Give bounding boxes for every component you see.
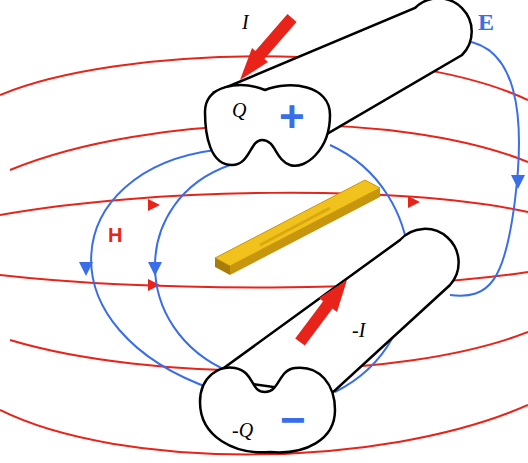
current-label: -I: [352, 320, 365, 340]
charge-label: Q: [232, 100, 246, 120]
lower-conductor-section: [200, 368, 335, 453]
current-label: I: [242, 12, 249, 32]
poynting-surface: [215, 180, 380, 275]
upper-conductor-section: [205, 85, 330, 166]
electric-field-lines: [91, 40, 519, 392]
current-arrow-return: [300, 280, 347, 342]
field-label: H: [108, 225, 122, 245]
magnetic-field-lines: [0, 56, 528, 454]
charge-sign: +: [279, 95, 305, 139]
field-label: E: [478, 10, 494, 34]
charge-label: -Q: [232, 420, 253, 440]
charge-sign: −: [280, 398, 306, 442]
